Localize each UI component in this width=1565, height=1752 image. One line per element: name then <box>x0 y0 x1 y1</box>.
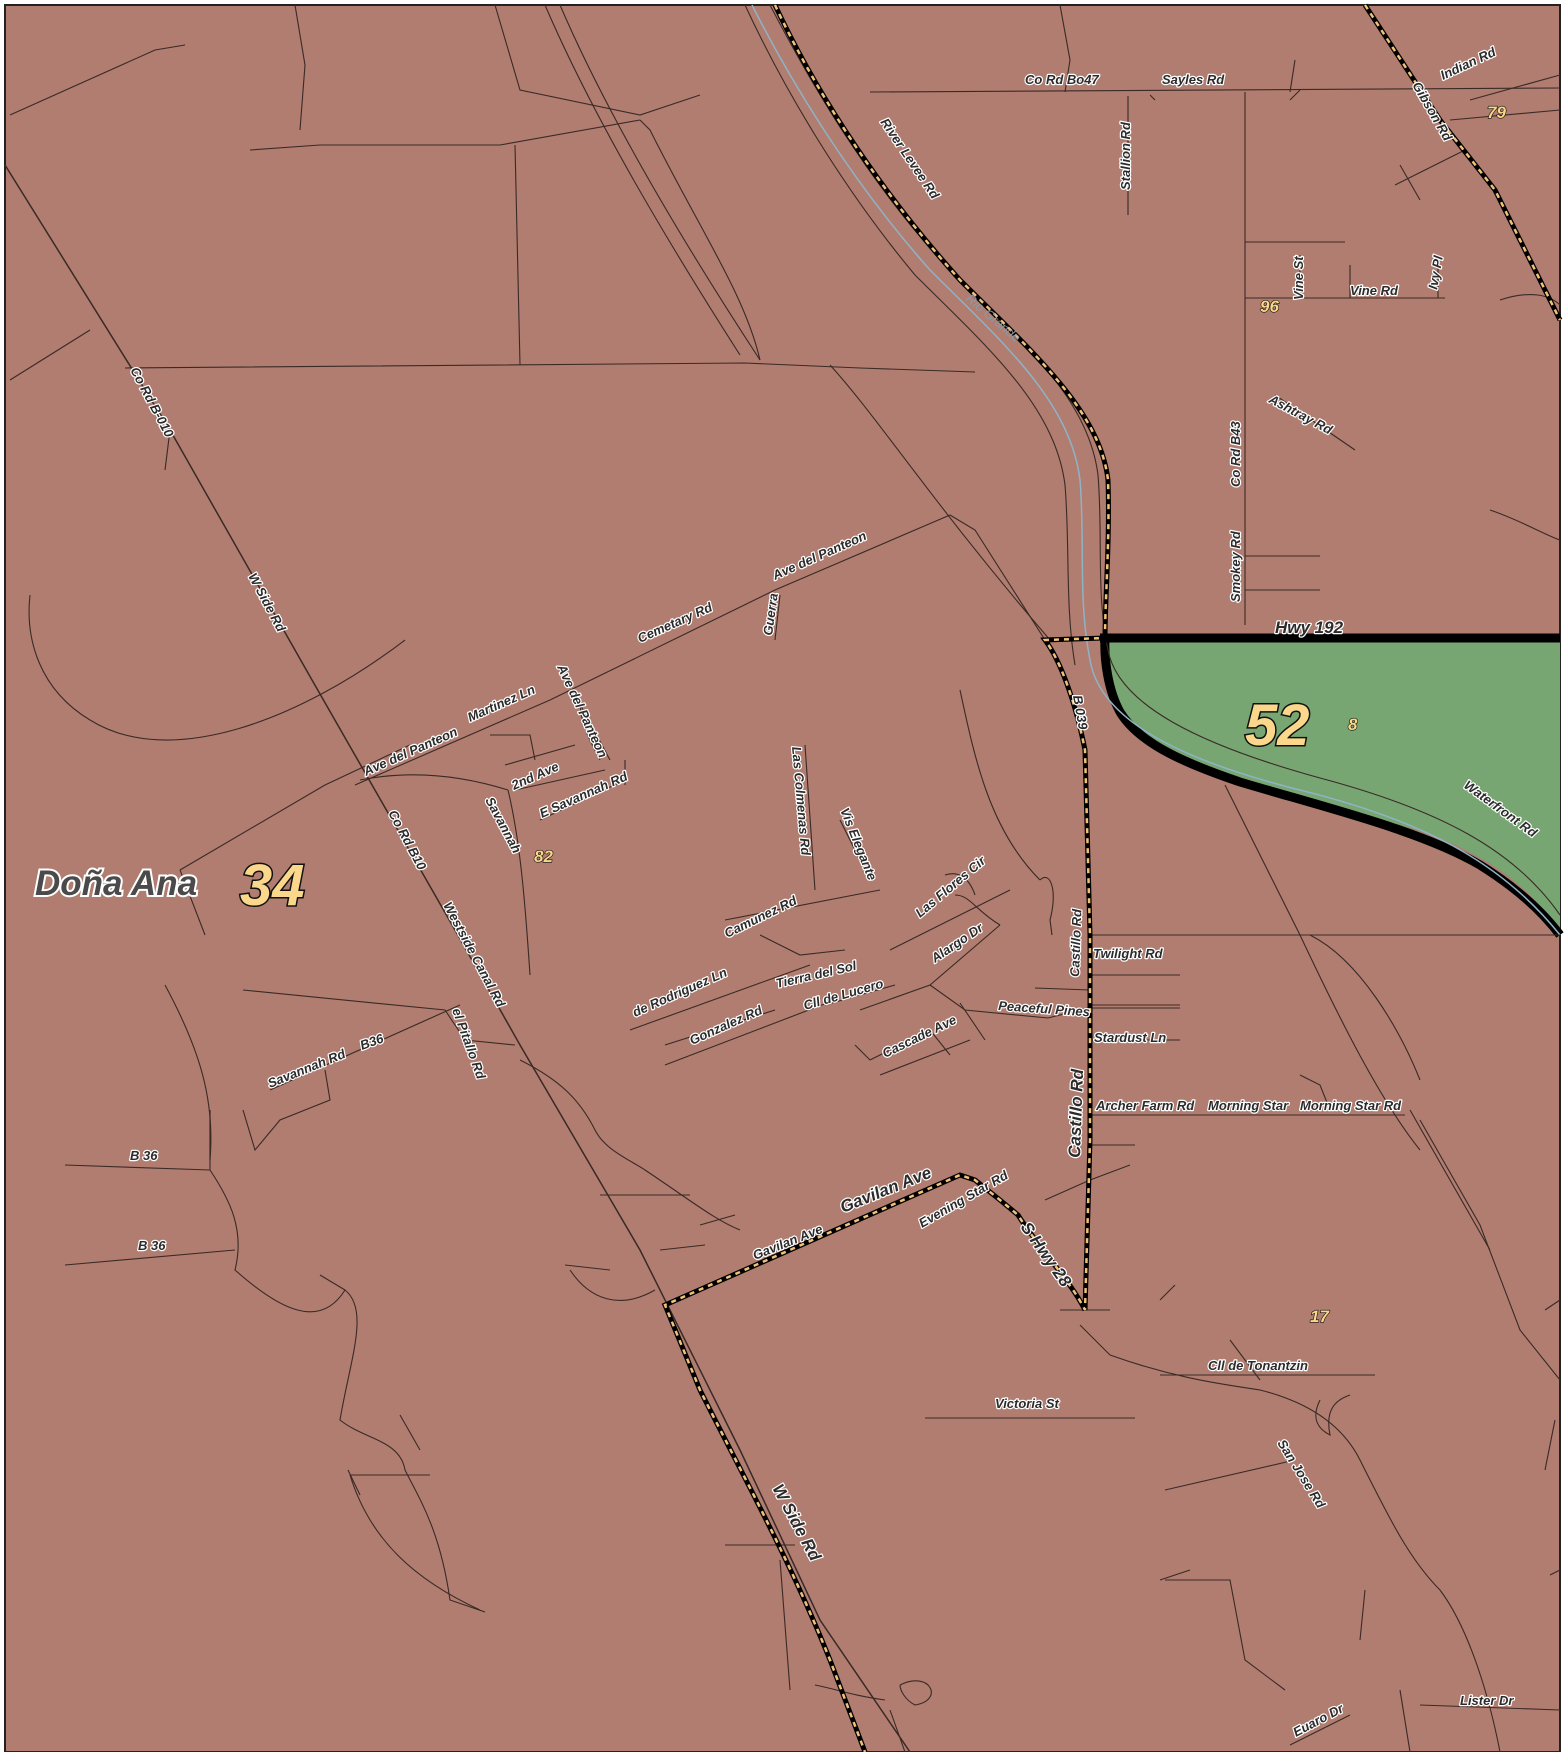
district-52-boundary <box>1100 633 1564 938</box>
river-bank-west <box>744 4 1076 666</box>
precinct-96: 96 <box>1260 297 1279 316</box>
district-boundary <box>661 3 1563 1752</box>
label-vine-rd: Vine Rd <box>1350 283 1399 298</box>
label-sayles-rd: Sayles Rd <box>1162 72 1225 87</box>
label-castillo-rd-1: Castillo Rd <box>1067 908 1084 977</box>
area-numbers: 79 96 8 82 17 34 52 Doña Ana <box>33 102 1507 1326</box>
road-network <box>4 4 1561 1752</box>
label-guerra: Guerra <box>760 592 781 636</box>
label-archer-farm-rd: Archer Farm Rd <box>1095 1098 1195 1113</box>
label-smokey-rd: Smokey Rd <box>1228 530 1243 602</box>
label-stardust-ln: Stardust Ln <box>1094 1030 1166 1045</box>
label-vine-st: Vine St <box>1291 256 1306 300</box>
place-dona-ana: Doña Ana <box>35 864 197 903</box>
label-hwy-192: Hwy 192 <box>1275 618 1344 637</box>
label-b-36-a: B 36 <box>130 1148 158 1163</box>
label-b039: B 039 <box>1070 694 1091 732</box>
label-stallion-rd: Stallion Rd <box>1118 121 1133 190</box>
label-morning-star-rd: Morning Star Rd <box>1300 1098 1402 1113</box>
label-victoria-st: Victoria St <box>995 1396 1059 1411</box>
precinct-82: 82 <box>534 847 553 866</box>
label-co-rd-bo47: Co Rd Bo47 <box>1025 72 1099 87</box>
label-castillo-rd-2: Castillo Rd <box>1065 1068 1087 1158</box>
precinct-8: 8 <box>1348 715 1358 734</box>
label-b-36-b: B 36 <box>138 1238 166 1253</box>
district-34: 34 <box>240 853 305 918</box>
rio-grande-river <box>751 4 1561 936</box>
precinct-79: 79 <box>1487 103 1506 122</box>
label-ivy-pl: Ivy Pl <box>1425 254 1446 290</box>
district-52: 52 <box>1245 693 1310 758</box>
label-lister-dr: Lister Dr <box>1460 1693 1514 1708</box>
district-52-area <box>1104 638 1560 935</box>
precinct-17: 17 <box>1310 1307 1330 1326</box>
label-cll-de-tonantzin: Cll de Tonantzin <box>1208 1358 1308 1373</box>
land-area <box>4 4 1561 1752</box>
label-co-rd-b43: Co Rd B43 <box>1228 421 1243 488</box>
label-twilight-rd: Twilight Rd <box>1093 946 1164 961</box>
label-morning-star: Morning Star <box>1208 1098 1289 1113</box>
